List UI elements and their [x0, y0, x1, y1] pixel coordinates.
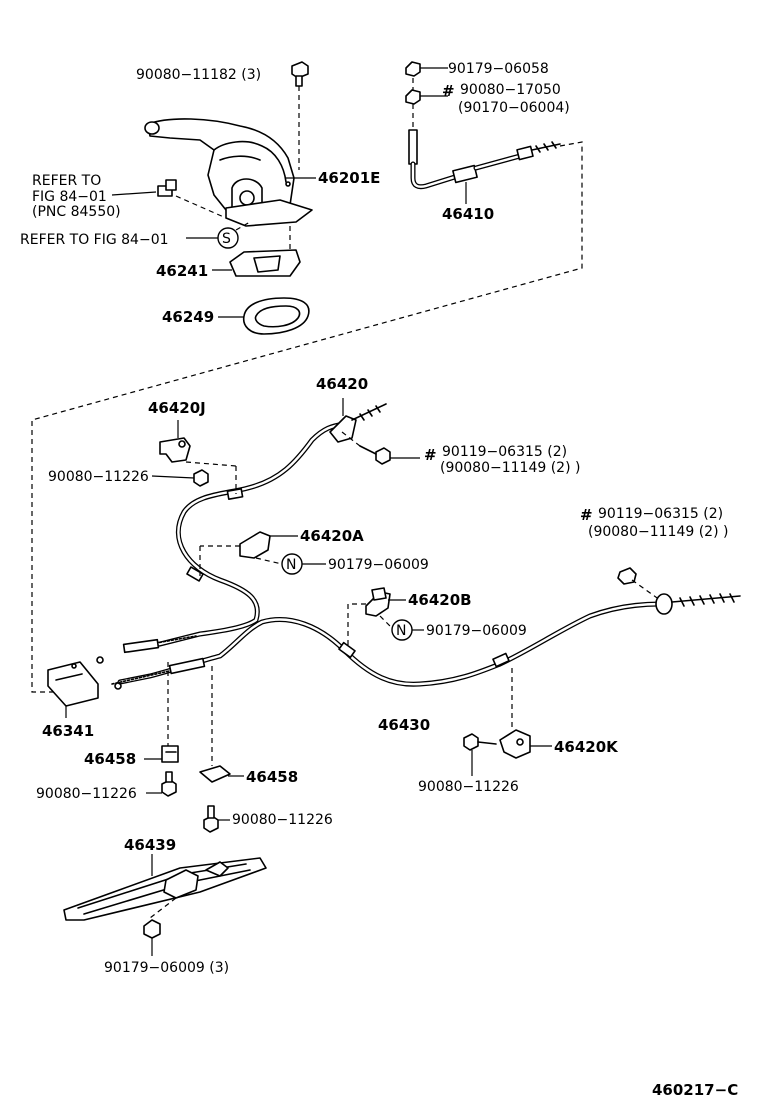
label-nut-a: 90179−06009: [328, 557, 429, 573]
equalizer-icon: [47, 661, 99, 707]
label-bolt-j: 90080−11226: [48, 469, 149, 485]
clip-1-icon: [161, 745, 179, 797]
nut-top-icon: [405, 61, 421, 77]
label-refer-1-line2: FIG 84−01: [32, 189, 107, 205]
label-bolt-b1: 90119−06315 (2): [598, 506, 723, 522]
label-nut-b: 90179−06009: [426, 623, 527, 639]
label-cable-no2: 46420: [316, 375, 368, 393]
nut-plate-icon: [143, 919, 161, 939]
label-equalizer: 46341: [42, 722, 94, 740]
rear-cables: [96, 398, 741, 690]
label-refer-1-line1: REFER TO: [32, 173, 101, 189]
label-bolt-b2: (90080−11149 (2) ): [588, 524, 728, 540]
label-bolt-a2: (90080−11149 (2) ): [440, 460, 580, 476]
label-bolt-c1: 90080−11226: [36, 786, 137, 802]
label-clip-2: 46458: [246, 768, 298, 786]
label-cover: 46241: [156, 262, 208, 280]
label-clamp-a: 46420A: [300, 527, 364, 545]
label-clamp-j: 46420J: [148, 399, 206, 417]
parking-brake-lever-assembly: S: [111, 61, 316, 335]
bolt-top-icon: [291, 61, 309, 87]
label-plate: 46439: [124, 836, 176, 854]
n-mark-2: N: [396, 623, 406, 639]
label-nut-alt-2: (90170−06004): [458, 100, 570, 116]
n-mark-1: N: [286, 557, 296, 573]
label-nut-alt-1: 90080−17050: [460, 82, 561, 98]
nut-alt-icon: [405, 89, 421, 105]
label-lever: 46201E: [318, 169, 380, 187]
label-nut-top: 90179−06058: [448, 61, 549, 77]
hash-mark-3: #: [580, 506, 593, 524]
bolt-46420-icon: [359, 445, 391, 465]
clip-2-icon: [199, 765, 231, 833]
lever-cover-icon: [229, 249, 301, 277]
label-clip-1: 46458: [84, 750, 136, 768]
clamp-46420k-icon: [463, 729, 531, 759]
label-bolt-c2: 90080−11226: [232, 812, 333, 828]
front-cable-assembly: [405, 61, 561, 204]
label-front-cable: 46410: [442, 205, 494, 223]
label-cable-no3: 46430: [378, 716, 430, 734]
callout-labels: 90080−11182 (3) 90179−06058 # 90080−1705…: [20, 61, 738, 1099]
clamp-46420a-icon: [239, 531, 271, 559]
label-refer-1-line3: (PNC 84550): [32, 204, 121, 220]
clamp-46420j-icon: [159, 437, 209, 487]
label-nut-plate: 90179−06009 (3): [104, 960, 229, 976]
hash-mark-2: #: [424, 446, 437, 464]
label-clamp-k: 46420K: [554, 738, 619, 756]
clamp-46420b-icon: [365, 587, 391, 617]
group-outline: [31, 141, 583, 693]
label-bolt-a1: 90119−06315 (2): [442, 444, 567, 460]
s-mark: S: [222, 231, 231, 247]
plate-46439-icon: [63, 857, 267, 921]
label-boot: 46249: [162, 308, 214, 326]
label-bolt-top: 90080−11182 (3): [136, 67, 261, 83]
switch-icon: [157, 179, 177, 197]
label-bolt-k: 90080−11226: [418, 779, 519, 795]
hash-mark-1: #: [442, 82, 455, 100]
label-refer-2: REFER TO FIG 84−01: [20, 232, 169, 248]
label-clamp-b: 46420B: [408, 591, 472, 609]
figure-code: 460217−C: [652, 1081, 738, 1099]
